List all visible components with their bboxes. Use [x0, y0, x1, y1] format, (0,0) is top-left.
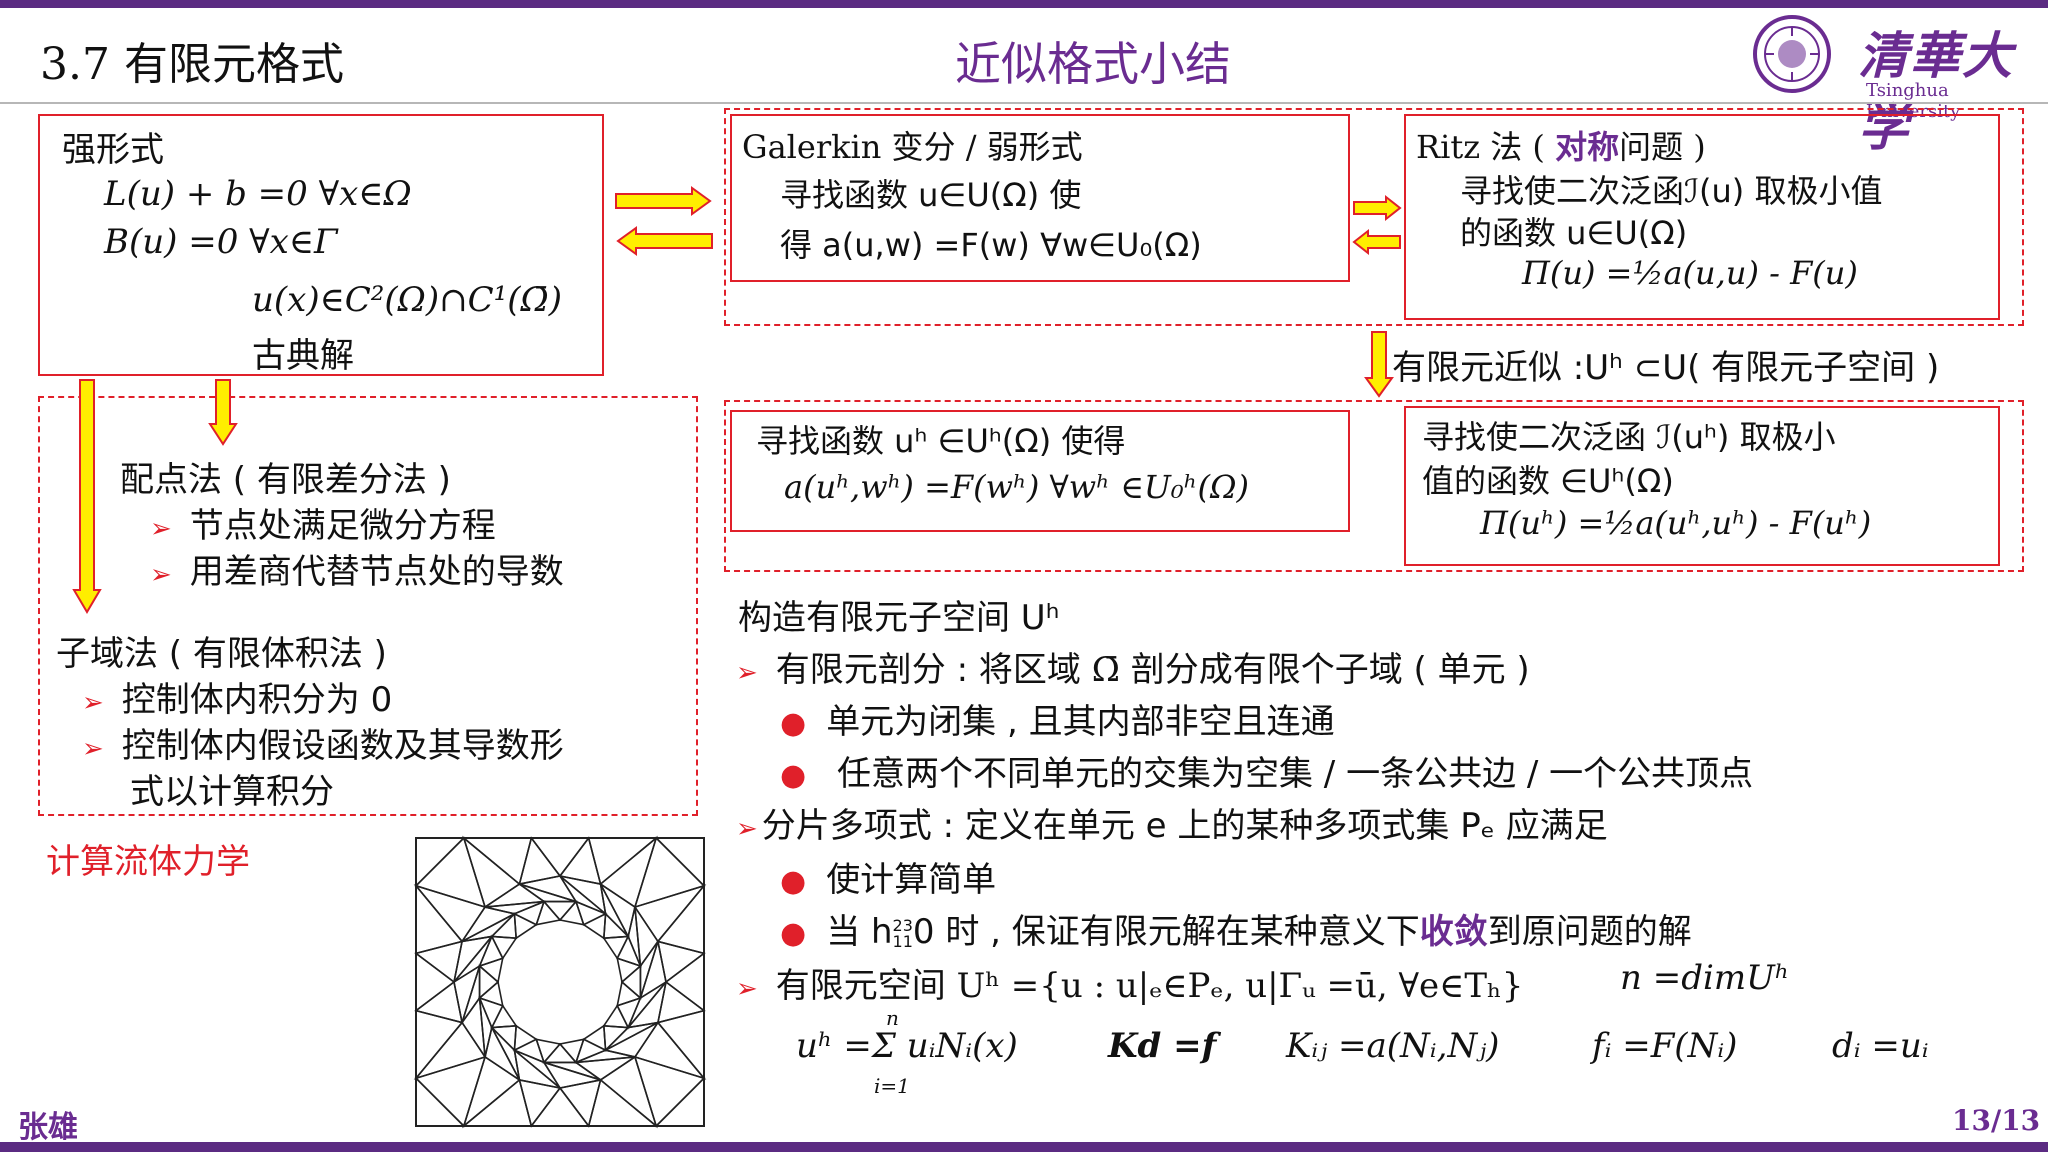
ritz-line1: 寻找使二次泛函ℐ(u) 取极小值 — [1460, 172, 1883, 210]
poly-condition-1: ●使计算简单 — [780, 860, 997, 900]
bullet-arrow-icon: ➢ — [736, 658, 758, 688]
bullet-arrow-icon: ➢ — [150, 514, 172, 544]
header-divider — [0, 102, 2048, 104]
strong-form-box: 强形式 L(u) + b =0 ∀x∈Ω B(u) =0 ∀x∈Γ u(x)∈C… — [38, 114, 604, 376]
ritz-h-line1: 寻找使二次泛函 ℐ(uʰ) 取极小 — [1422, 418, 1836, 456]
system-equation: Kd =f — [1108, 1026, 1217, 1066]
arrow-right-galerkin-to-ritz-icon — [1352, 194, 1402, 224]
collocation-item-2: ➢用差商代替节点处的导数 — [150, 552, 564, 592]
arrow-down-collocation-icon — [208, 378, 238, 450]
dof-entry: dᵢ =uᵢ — [1832, 1026, 1929, 1066]
fem-expansion: uʰ =Σ uᵢNᵢ(x) — [796, 1026, 1018, 1066]
subdomain-title: 子域法 ( 有限体积法 ) — [56, 634, 387, 674]
methods-box — [38, 396, 698, 816]
arrow-left-weak-to-strong-icon — [614, 226, 714, 260]
load-entry: fᵢ =F(Nᵢ) — [1592, 1026, 1738, 1066]
mesh-partition: ➢有限元剖分 : 将区域 Ω̄ 剖分成有限个子域 ( 单元 ) — [736, 650, 1530, 690]
galerkin-h-box: 寻找函数 uʰ ∈Uʰ(Ω) 使得 a(uʰ,wʰ) =F(wʰ) ∀wʰ ∈U… — [730, 410, 1350, 532]
fem-space: ➢有限元空间 Uʰ ={u : u|ₑ∈Pₑ, u|Γᵤ =ū, ∀e∈Tₕ} — [736, 966, 1524, 1006]
construct-title: 构造有限元子空间 Uʰ — [738, 598, 1060, 638]
strong-form-title: 强形式 — [62, 130, 164, 170]
poly-condition-2: ●当 h23 110 时 , 保证有限元解在某种意义下收敛到原问题的解 — [780, 912, 1692, 952]
arrow-right-strong-to-weak-icon — [614, 186, 714, 220]
bullet-dot-icon: ● — [780, 758, 807, 793]
ritz-h-line2: 值的函数 ∈Uʰ(Ω) — [1422, 462, 1674, 500]
page-title: 近似格式小结 — [955, 37, 1231, 91]
ritz-h-box: 寻找使二次泛函 ℐ(uʰ) 取极小 值的函数 ∈Uʰ(Ω) Π(uʰ) =½a(… — [1404, 406, 2000, 566]
logo-wordmark: 清華大学 — [1858, 26, 2014, 157]
bullet-arrow-icon: ➢ — [736, 814, 758, 844]
collocation-title: 配点法 ( 有限差分法 ) — [120, 460, 451, 500]
subdomain-item-1: ➢控制体内积分为 0 — [82, 680, 393, 720]
logo-subtitle: Tsinghua University — [1866, 80, 1961, 122]
arrow-left-ritz-to-galerkin-icon — [1352, 228, 1402, 258]
arrow-down-fem-approx-icon — [1364, 330, 1394, 402]
bullet-dot-icon: ● — [780, 916, 807, 951]
sum-lower-limit: i=1 — [874, 1074, 910, 1098]
mesh-condition-1: ●单元为闭集 , 且其内部非空且连通 — [780, 702, 1335, 742]
strong-form-eq1: L(u) + b =0 ∀x∈Ω — [104, 174, 412, 214]
triangular-mesh-image — [413, 835, 707, 1129]
galerkin-line1: 寻找函数 u∈U(Ω) 使 — [780, 176, 1082, 214]
galerkin-title: Galerkin 变分 / 弱形式 — [742, 128, 1083, 166]
stiffness-entry: Kᵢⱼ =a(Nᵢ,Nⱼ) — [1286, 1026, 1500, 1066]
fem-approx-label: 有限元近似 :Uʰ ⊂U( 有限元子空间 ) — [1392, 348, 1940, 388]
ritz-h-line3: Π(uʰ) =½a(uʰ,uʰ) - F(uʰ) — [1480, 504, 1872, 542]
arrow-down-subdomain-icon — [72, 378, 102, 618]
galerkin-box: Galerkin 变分 / 弱形式 寻找函数 u∈U(Ω) 使 得 a(u,w)… — [730, 114, 1350, 282]
fem-dimension: n =dimUʰ — [1620, 958, 1790, 998]
mesh-condition-2: ● 任意两个不同单元的交集为空集 / 一条公共边 / 一个公共顶点 — [780, 754, 1754, 794]
bullet-arrow-icon: ➢ — [82, 734, 104, 764]
sum-upper-limit: n — [886, 1006, 899, 1030]
galerkin-h-line1: 寻找函数 uʰ ∈Uʰ(Ω) 使得 — [756, 422, 1126, 460]
page-number: 13/13 — [1952, 1104, 2041, 1137]
weak-form-group — [724, 108, 2024, 326]
ritz-box: Ritz 法 ( 对称问题 ) 寻找使二次泛函ℐ(u) 取极小值 的函数 u∈U… — [1404, 114, 2000, 320]
strong-form-eq2: B(u) =0 ∀x∈Γ — [104, 222, 338, 262]
galerkin-line2: 得 a(u,w) =F(w) ∀w∈U₀(Ω) — [780, 226, 1202, 264]
bullet-arrow-icon: ➢ — [736, 974, 758, 1004]
bullet-arrow-icon: ➢ — [150, 560, 172, 590]
section-title: 3.7 有限元格式 — [40, 39, 344, 90]
subdomain-item-2-cont: 式以计算积分 — [130, 772, 334, 812]
bullet-dot-icon: ● — [780, 864, 807, 899]
ritz-line3: Π(u) =½a(u,u) - F(u) — [1522, 254, 1858, 292]
piecewise-poly: ➢分片多项式 : 定义在单元 e 上的某种多项式集 Pₑ 应满足 — [736, 806, 1608, 846]
strong-form-eq3: u(x)∈C²(Ω)∩C¹(Ω̄) — [252, 280, 562, 320]
ritz-title: Ritz 法 ( 对称问题 ) — [1416, 128, 1706, 166]
galerkin-h-line2: a(uʰ,wʰ) =F(wʰ) ∀wʰ ∈U₀ʰ(Ω) — [784, 468, 1250, 506]
collocation-item-1: ➢节点处满足微分方程 — [150, 506, 496, 546]
cfd-label: 计算流体力学 — [46, 842, 250, 882]
bottom-bar — [0, 1142, 2048, 1152]
author-name: 张雄 — [18, 1110, 78, 1145]
ritz-line2: 的函数 u∈U(Ω) — [1460, 214, 1688, 252]
subdomain-item-2: ➢控制体内假设函数及其导数形 — [82, 726, 564, 766]
bullet-dot-icon: ● — [780, 706, 807, 741]
classic-solution-label: 古典解 — [252, 336, 354, 376]
bullet-arrow-icon: ➢ — [82, 688, 104, 718]
fem-form-group — [724, 400, 2024, 572]
tsinghua-seal-icon — [1752, 14, 1832, 94]
top-bar — [0, 0, 2048, 8]
